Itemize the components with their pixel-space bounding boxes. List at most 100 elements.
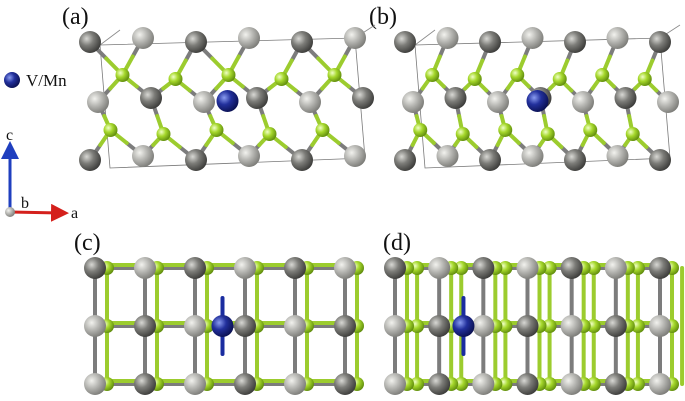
green-atom: [586, 377, 601, 391]
light-gray-atom: [436, 27, 459, 49]
dark-gray-atom: [184, 257, 206, 279]
green-atom: [542, 261, 557, 275]
dark-gray-atom: [291, 149, 313, 171]
dark-gray-atom: [185, 31, 207, 53]
panel-label-d: (d): [383, 230, 411, 256]
dark-gray-atom: [516, 373, 539, 395]
dark-gray-atom: [234, 373, 256, 395]
light-gray-atom: [238, 27, 260, 49]
dark-gray-atom: [291, 31, 313, 53]
dark-gray-atom: [134, 315, 156, 337]
dark-gray-atom: [384, 257, 406, 279]
green-atom: [425, 68, 440, 82]
light-gray-atom: [560, 315, 583, 337]
light-gray-atom: [184, 315, 206, 337]
green-atom: [410, 377, 425, 391]
dopant-atom: [216, 90, 239, 112]
dark-gray-atom: [334, 373, 356, 395]
dark-gray-atom: [234, 315, 256, 337]
dark-gray-atom: [614, 87, 637, 109]
axes-triad: c b a: [1, 127, 78, 222]
green-atom: [637, 72, 652, 86]
dark-gray-atom: [246, 87, 268, 109]
green-atom: [595, 68, 610, 82]
unit-cell-edge: [99, 29, 121, 46]
green-atom: [156, 127, 171, 141]
axis-c-label: c: [6, 127, 13, 144]
green-atom: [542, 377, 557, 391]
axis-a-label: a: [71, 205, 78, 222]
light-gray-atom: [521, 27, 544, 49]
light-gray-atom: [606, 145, 629, 167]
dark-gray-atom: [649, 257, 671, 279]
light-gray-atom: [472, 315, 495, 337]
green-atom: [221, 68, 236, 82]
dark-gray-atom: [428, 315, 451, 337]
dark-gray-atom: [284, 257, 306, 279]
dopant-atom: [211, 315, 234, 337]
light-gray-atom: [132, 145, 154, 167]
light-gray-atom: [84, 315, 106, 337]
dark-gray-atom: [479, 149, 501, 171]
dark-gray-atom: [84, 257, 106, 279]
dark-gray-atom: [479, 31, 501, 53]
light-gray-atom: [487, 91, 509, 113]
dark-gray-atom: [560, 257, 583, 279]
light-gray-atom: [472, 373, 495, 395]
dark-gray-atom: [604, 315, 627, 337]
dark-gray-atom: [444, 87, 467, 109]
dark-gray-atom: [649, 31, 671, 53]
dark-gray-atom: [334, 315, 356, 337]
dopant-atom: [526, 90, 549, 112]
light-gray-atom: [134, 257, 156, 279]
axis-a-arrow: [9, 203, 69, 222]
dark-gray-atom: [79, 31, 101, 53]
panel-b-structure: [394, 24, 681, 171]
light-gray-atom: [402, 91, 424, 113]
green-atom: [103, 123, 118, 137]
green-atom: [467, 72, 482, 86]
green-atom: [209, 123, 224, 137]
green-atom: [410, 319, 425, 333]
light-gray-atom: [657, 91, 679, 113]
light-gray-atom: [299, 91, 321, 113]
green-atom: [315, 123, 330, 137]
green-atom: [454, 377, 469, 391]
axis-b-label: b: [21, 195, 29, 212]
light-gray-atom: [193, 91, 215, 113]
green-atom: [630, 377, 645, 391]
light-gray-atom: [649, 373, 671, 395]
light-gray-atom: [428, 257, 451, 279]
light-gray-atom: [238, 145, 260, 167]
light-gray-atom: [284, 373, 306, 395]
panel-a-structure: [79, 24, 376, 171]
green-atom: [413, 123, 428, 137]
green-atom: [455, 127, 470, 141]
light-gray-atom: [606, 27, 629, 49]
legend-dopant-label: V/Mn: [26, 71, 67, 90]
light-gray-atom: [521, 145, 544, 167]
light-gray-atom: [604, 257, 627, 279]
green-atom: [583, 123, 598, 137]
light-gray-atom: [234, 257, 256, 279]
green-atom: [552, 72, 567, 86]
green-atom: [542, 319, 557, 333]
light-gray-atom: [184, 373, 206, 395]
green-atom: [498, 319, 513, 333]
light-gray-atom: [344, 27, 366, 49]
green-atom: [510, 68, 525, 82]
light-gray-atom: [560, 373, 583, 395]
light-gray-atom: [436, 145, 459, 167]
green-atom: [454, 261, 469, 275]
green-atom: [630, 319, 645, 333]
dark-gray-atom: [472, 257, 495, 279]
green-atom: [410, 261, 425, 275]
light-gray-atom: [334, 257, 356, 279]
green-atom: [498, 377, 513, 391]
dark-gray-atom: [185, 149, 207, 171]
legend-dopant-atom-icon: [4, 72, 20, 88]
panel-label-c: (c): [74, 230, 101, 256]
unit-cell-edge: [414, 29, 436, 46]
dark-gray-atom: [352, 87, 374, 109]
dark-gray-atom: [134, 373, 156, 395]
